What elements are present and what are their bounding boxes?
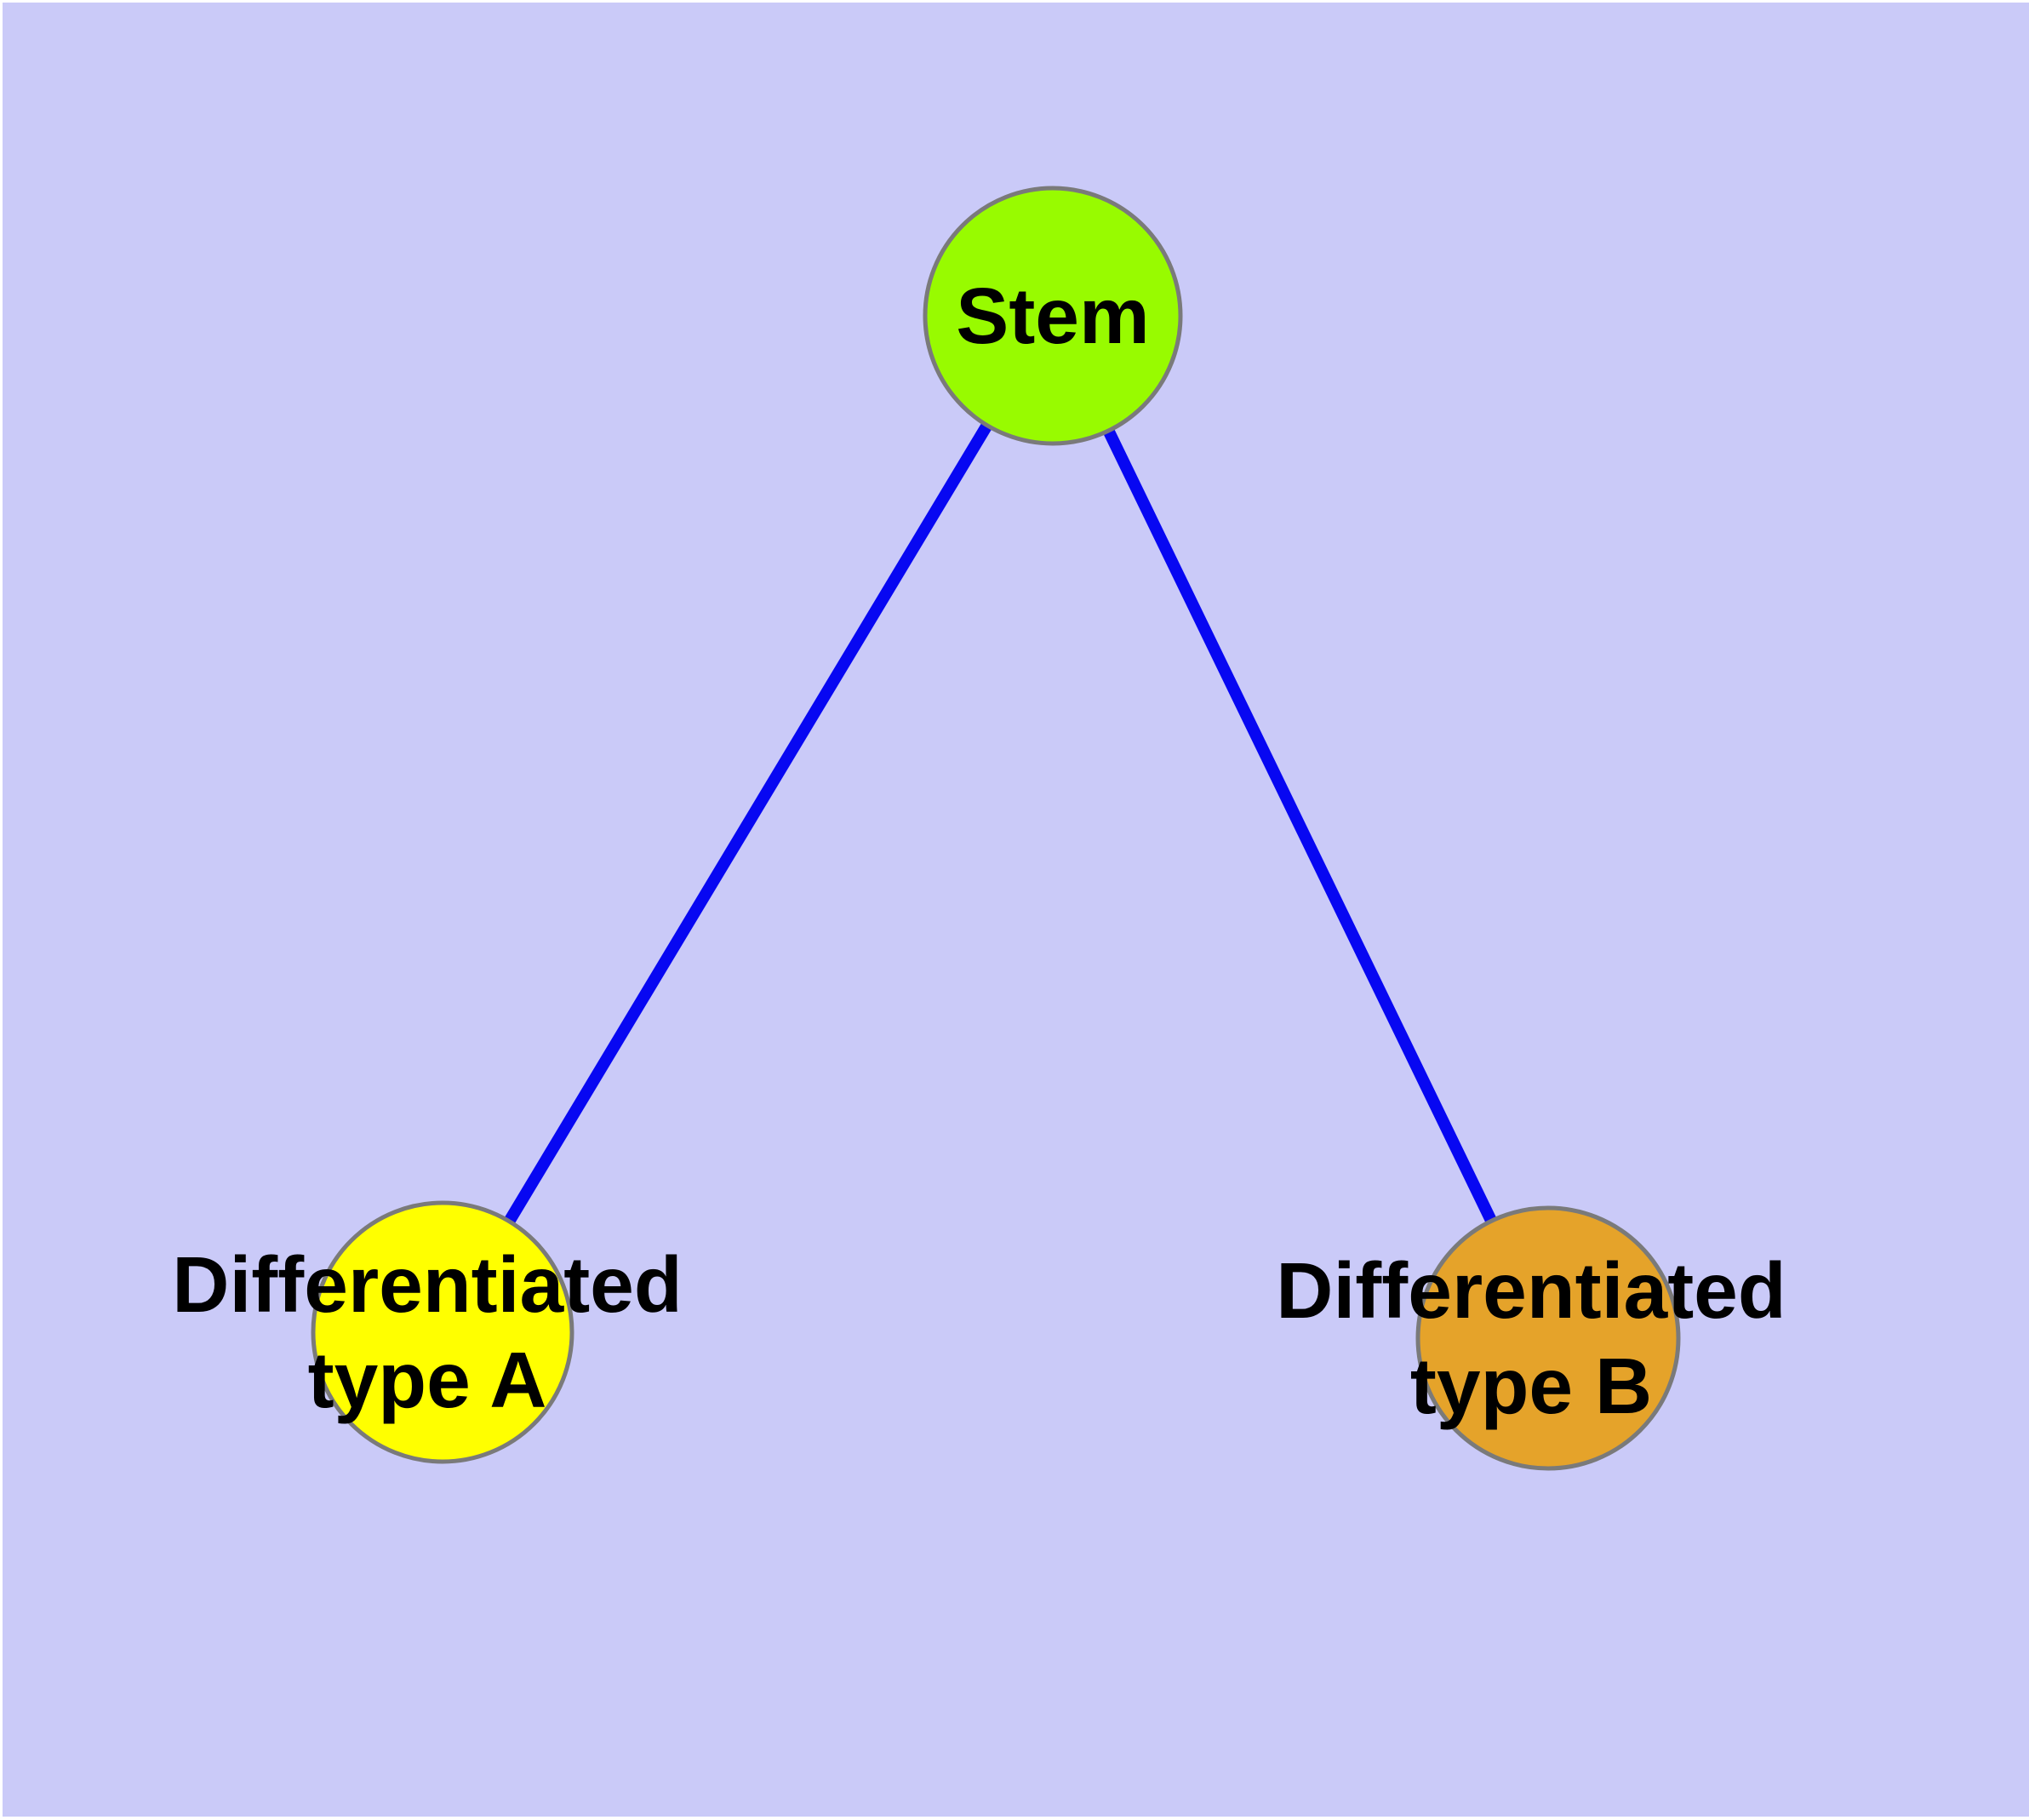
node-differentiated-type-b [1415, 1205, 1681, 1471]
node-stem [923, 186, 1183, 446]
node-differentiated-type-a [311, 1200, 574, 1464]
edge-stem-to-differentiated-type-b [1047, 312, 1554, 1342]
edge-stem-to-differentiated-type-a [437, 312, 1059, 1336]
